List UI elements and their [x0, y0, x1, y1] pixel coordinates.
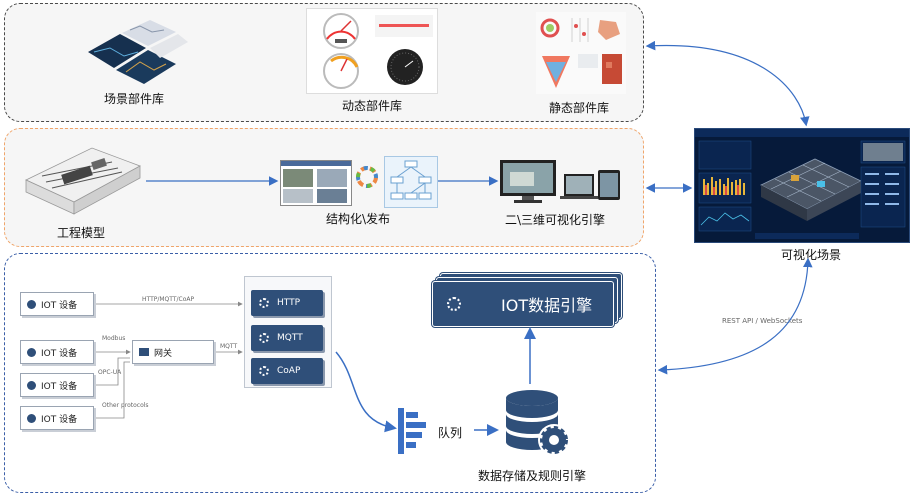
- iot-engine: IOT数据引擎: [432, 281, 614, 327]
- bottom-to-scene-arrow: [657, 257, 813, 375]
- edge-label-direct: HTTP/MQTT/CoAP: [142, 296, 195, 303]
- protocol-label: MQTT: [277, 333, 303, 343]
- scene-library-image: [80, 12, 190, 86]
- iot-engine-label: IOT数据引擎: [501, 296, 593, 315]
- device3-to-gateway: [96, 357, 130, 386]
- iot-device-label: IOT 设备: [41, 348, 78, 359]
- scene-library-label: 场景部件库: [104, 92, 165, 106]
- gear-icon: [259, 333, 269, 343]
- dynamic-library-label: 动态部件库: [342, 99, 403, 113]
- gateway-icon: [139, 348, 149, 356]
- stack-to-queue-arrow: [335, 351, 397, 433]
- top-to-scene-arrow: [645, 40, 810, 127]
- engineering-model-label: 工程模型: [57, 226, 106, 240]
- visualization-engine-image: [498, 158, 628, 206]
- edge-label-modbus: Modbus: [102, 335, 126, 342]
- gateway-label: 网关: [154, 348, 173, 359]
- gear-icon: [27, 380, 36, 390]
- gear-icon: [27, 347, 36, 357]
- device4-to-gateway: [96, 361, 130, 419]
- iot-device-label: IOT 设备: [41, 414, 78, 425]
- database-icon: [502, 388, 574, 462]
- publish-label: 结构化\发布: [326, 212, 391, 226]
- edge-label-other: Other protocols: [102, 402, 149, 409]
- protocol-http: HTTP: [251, 290, 323, 316]
- protocol-label: HTTP: [277, 298, 301, 308]
- iot-device-4: IOT 设备: [20, 406, 94, 430]
- gear-icon: [27, 299, 36, 309]
- iot-device-2: IOT 设备: [20, 340, 94, 364]
- gateway-node: 网关: [132, 340, 214, 364]
- gear-icon: [259, 366, 269, 376]
- iot-device-3: IOT 设备: [20, 373, 94, 397]
- gear-icon: [259, 298, 269, 308]
- protocol-label: CoAP: [277, 366, 301, 376]
- gear-icon: [27, 413, 36, 423]
- tree-structure-image: [384, 156, 438, 208]
- iot-device-label: IOT 设备: [41, 300, 78, 311]
- publish-screenshot: [280, 160, 352, 206]
- static-library-label: 静态部件库: [549, 101, 610, 115]
- static-library-image: [536, 12, 626, 94]
- edge-label-opcua: OPC-UA: [98, 369, 122, 376]
- queue-label: 队列: [438, 426, 463, 440]
- edge-label-gateway-out: MQTT: [220, 343, 238, 350]
- gear-icon: [447, 297, 461, 311]
- visual-scene-dashboard: [694, 128, 910, 243]
- engineering-model-image: [22, 140, 144, 218]
- iot-device-label: IOT 设备: [41, 381, 78, 392]
- dynamic-library-image: [306, 8, 438, 94]
- protocol-mqtt: MQTT: [251, 325, 323, 351]
- color-wheel-icon: [356, 166, 378, 188]
- iot-device-1: IOT 设备: [20, 292, 94, 316]
- storage-label: 数据存储及规则引擎: [478, 469, 587, 483]
- visualization-engine-label: 二\三维可视化引擎: [505, 213, 606, 227]
- protocol-coap: CoAP: [251, 358, 323, 384]
- queue-icon: [396, 406, 432, 456]
